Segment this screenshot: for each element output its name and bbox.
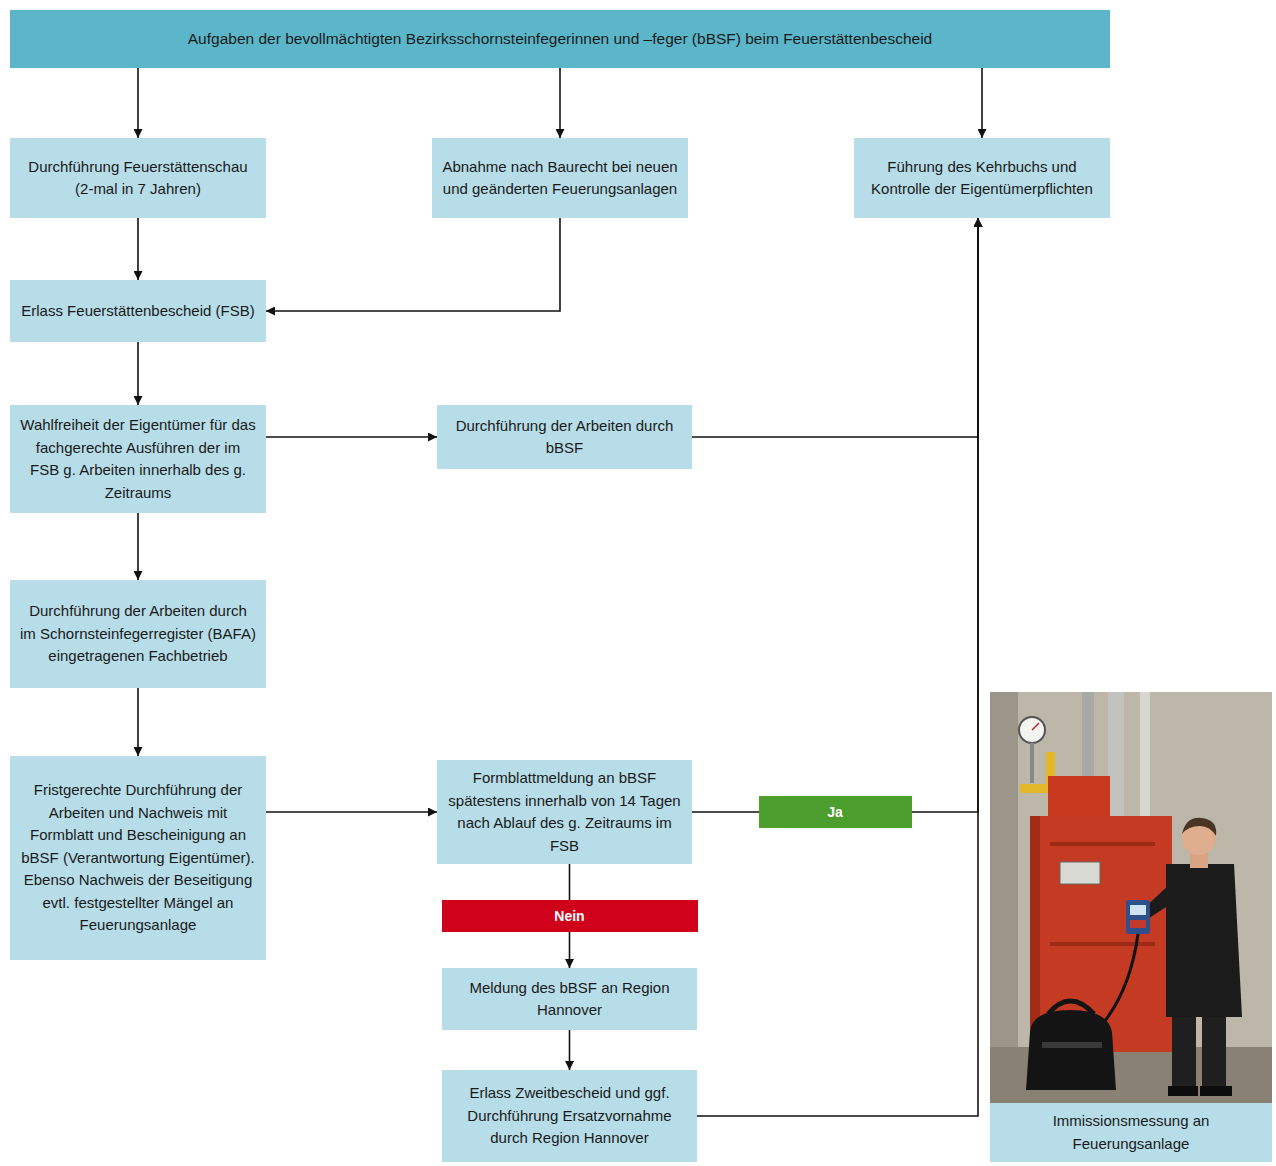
node-text: Erlass Feuerstättenbescheid (FSB) [21,300,254,323]
node-text: Durchführung der Arbeiten durch im Schor… [20,600,256,668]
node-text: Abnahme nach Baurecht bei neuen und geän… [442,156,678,201]
process-box: Immissionsmessung an Feuerungsanlage [990,1103,1272,1162]
process-box: Abnahme nach Baurecht bei neuen und geän… [432,138,688,218]
process-box: Durchführung der Arbeiten durch bBSF [437,405,692,469]
node-text: Aufgaben der bevollmächtigten Bezirkssch… [188,27,932,50]
node-text: Durchführung Feuerstättenschau (2-mal in… [20,156,256,201]
connector [266,811,437,813]
process-box: Formblattmeldung an bBSF spätestens inne… [437,760,692,864]
node-text: Formblattmeldung an bBSF spätestens inne… [447,767,682,857]
connector [137,68,139,138]
connector [692,218,978,437]
connector [137,342,139,405]
gauge [1019,717,1045,783]
connector [137,513,139,580]
photo-illustration [990,692,1272,1105]
node-text: Meldung des bBSF an Region Hannover [452,977,687,1022]
connector [697,218,978,1116]
edge-label: Nein [442,900,698,932]
node-text: Wahlfreiheit der Eigentümer für das fach… [20,414,256,504]
node-text: Immissionsmessung an Feuerungsanlage [1000,1110,1262,1155]
connector [569,1030,571,1070]
wall [990,692,1272,1105]
connector [137,218,139,280]
pipes [1020,692,1150,832]
node-text: Fristgerechte Durchführung der Arbeiten … [20,779,256,937]
connector [692,218,978,812]
connector [266,436,437,438]
connector [137,688,139,756]
process-box: Fristgerechte Durchführung der Arbeiten … [10,756,266,960]
connector [981,68,983,138]
process-box: Erlass Zweitbescheid und ggf. Durchführu… [442,1070,697,1162]
process-box: Führung des Kehrbuchs und Kontrolle der … [854,138,1110,218]
wall-corner [990,692,1018,1047]
process-box: Durchführung Feuerstättenschau (2-mal in… [10,138,266,218]
node-text: Erlass Zweitbescheid und ggf. Durchführu… [452,1082,687,1150]
node-text: Durchführung der Arbeiten durch bBSF [447,415,682,460]
connector [266,218,560,311]
header-band: Aufgaben der bevollmächtigten Bezirkssch… [10,10,1110,68]
chimney-sweep [1100,818,1242,1096]
process-box: Durchführung der Arbeiten durch im Schor… [10,580,266,688]
edge-label: Ja [759,796,912,828]
process-box: Meldung des bBSF an Region Hannover [442,968,697,1030]
tool-bag [1026,1001,1116,1090]
connector [559,68,561,138]
process-box: Erlass Feuerstättenbescheid (FSB) [10,280,266,342]
node-text: Führung des Kehrbuchs und Kontrolle der … [864,156,1100,201]
process-box: Wahlfreiheit der Eigentümer für das fach… [10,405,266,513]
